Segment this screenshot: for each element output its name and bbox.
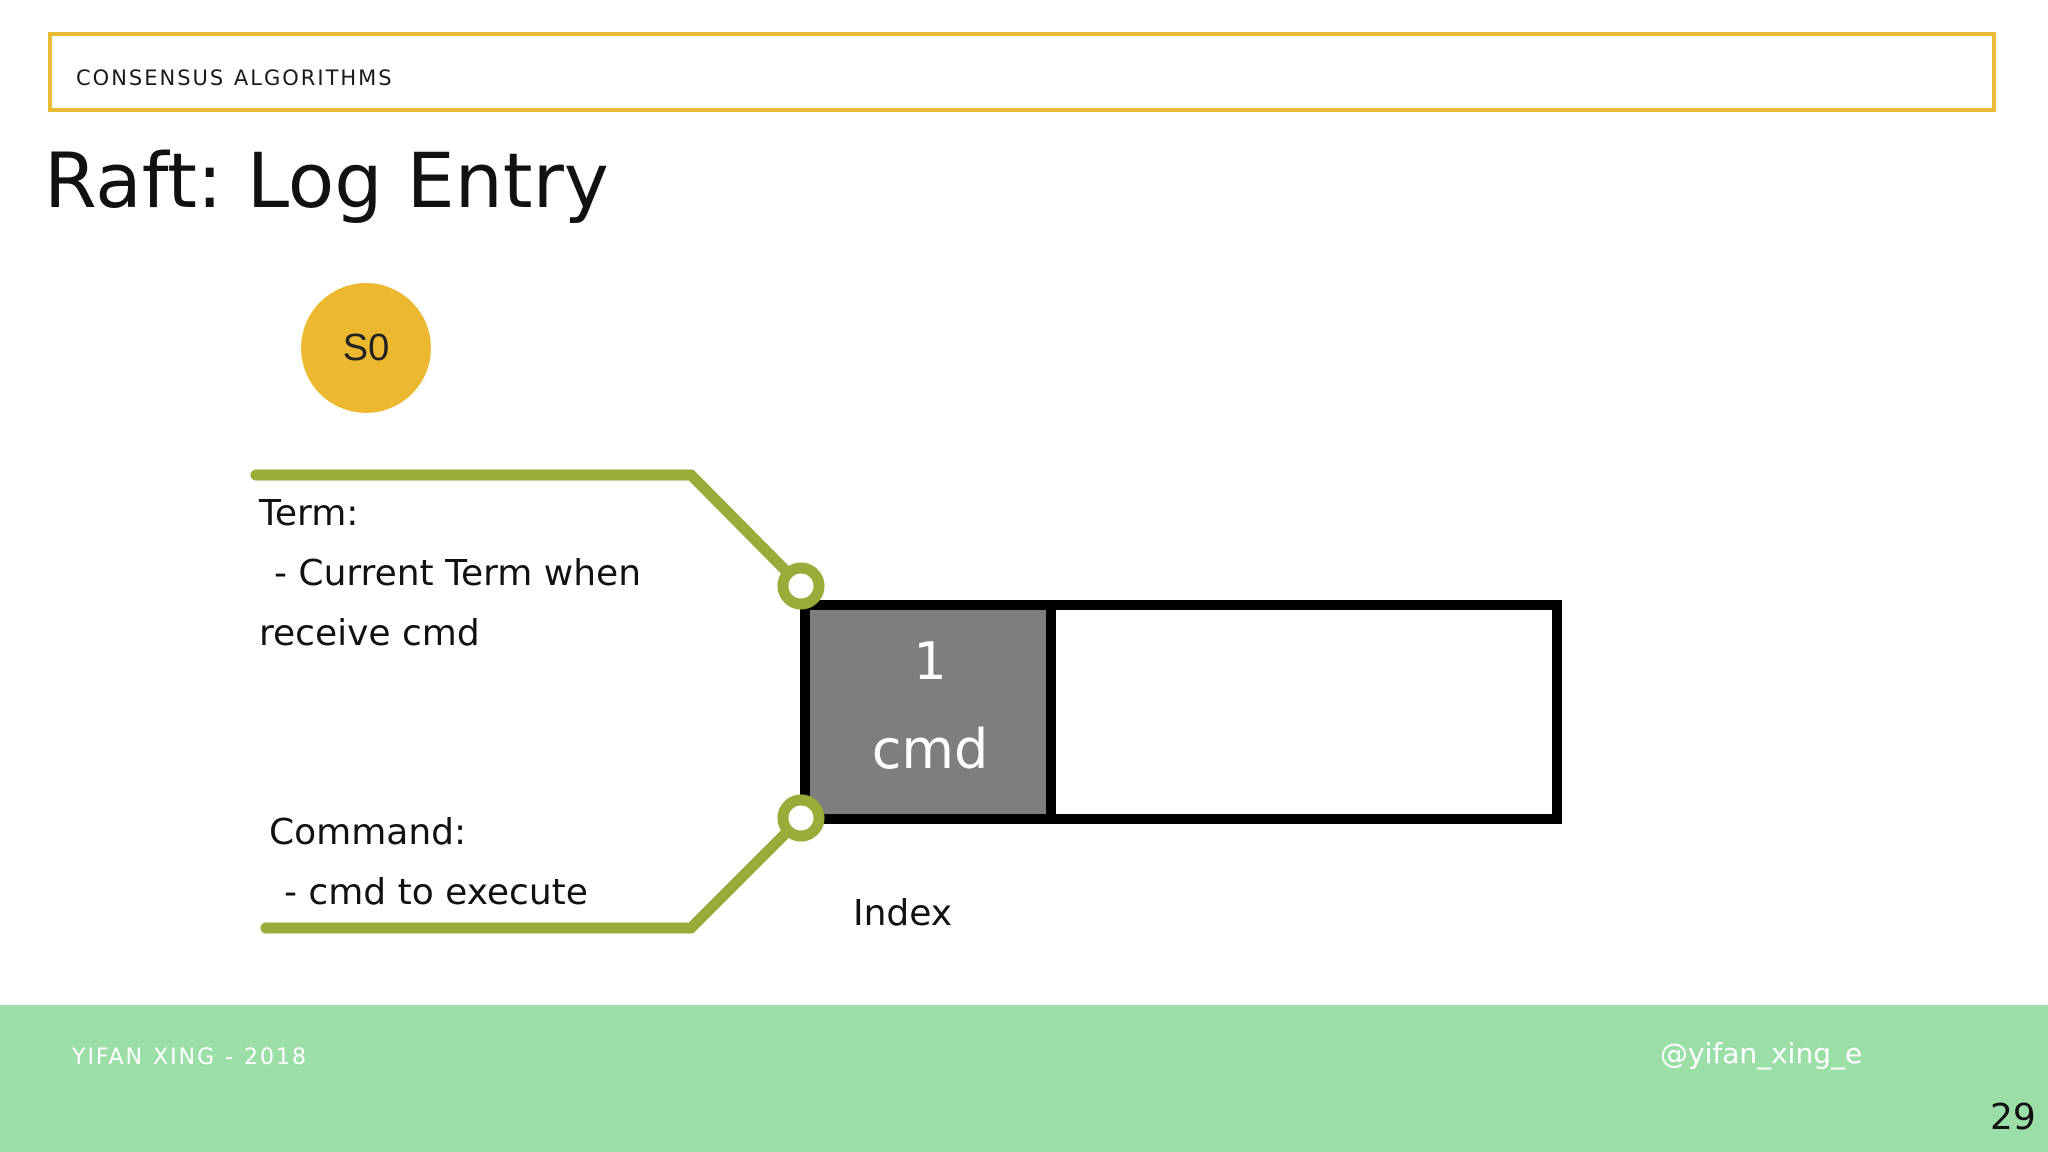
page-number: 29 bbox=[1990, 1097, 2036, 1138]
server-node-s0: S0 bbox=[301, 283, 431, 413]
log-entry-cell bbox=[800, 600, 1056, 824]
section-title: CONSENSUS ALGORITHMS bbox=[76, 66, 394, 90]
log-entry-command: cmd bbox=[871, 718, 989, 781]
command-connector-endpoint bbox=[777, 794, 825, 842]
log-entry-term: 1 bbox=[913, 632, 947, 692]
term-connector-endpoint bbox=[777, 562, 825, 610]
footer-handle: @yifan_xing_e bbox=[1660, 1037, 1863, 1070]
index-label: Index bbox=[853, 893, 953, 934]
footer-bar: YIFAN XING - 2018 @yifan_xing_e 29 bbox=[0, 1005, 2048, 1152]
command-annotation-line1: - cmd to execute bbox=[284, 872, 588, 913]
term-annotation-title: Term: bbox=[259, 493, 359, 534]
term-annotation-line2: receive cmd bbox=[259, 613, 480, 654]
page-title: Raft: Log Entry bbox=[44, 136, 609, 225]
footer-author: YIFAN XING - 2018 bbox=[72, 1045, 309, 1070]
term-connector-line bbox=[250, 469, 807, 592]
term-annotation-line1: - Current Term when bbox=[274, 553, 642, 594]
command-annotation-title: Command: bbox=[269, 812, 467, 853]
section-header-bar: CONSENSUS ALGORITHMS bbox=[48, 32, 1996, 112]
server-label: S0 bbox=[342, 326, 390, 369]
command-connector-line bbox=[260, 812, 807, 934]
